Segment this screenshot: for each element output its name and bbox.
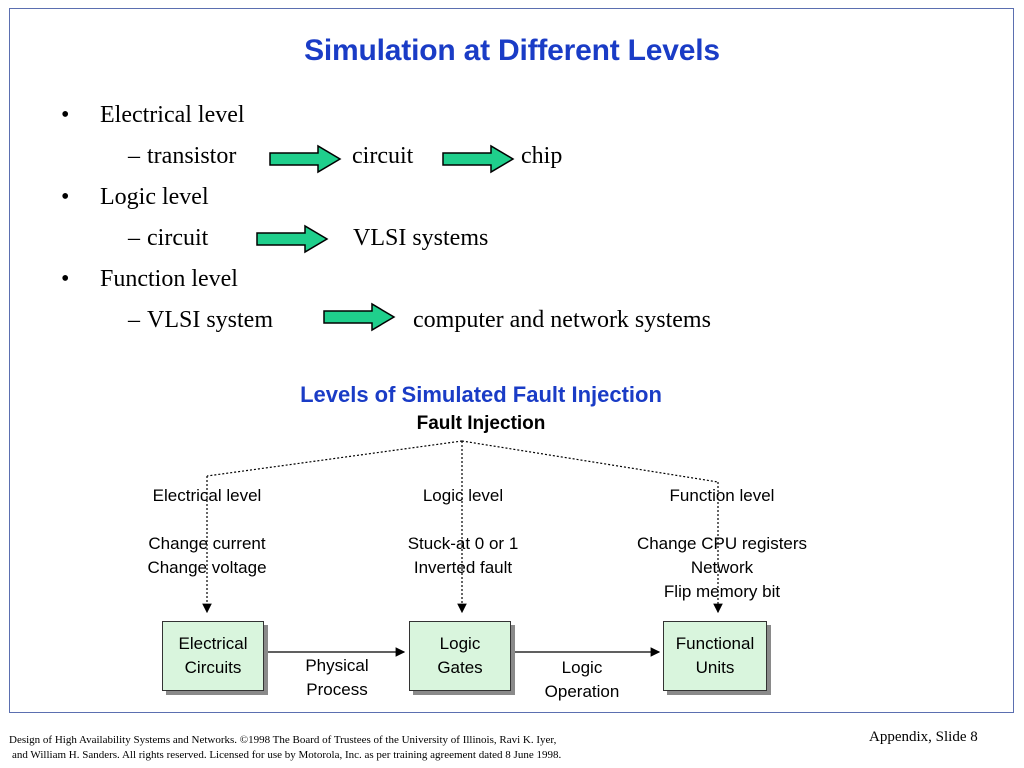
slide-frame: [9, 8, 1014, 713]
transition-physical-line1: Physical: [305, 656, 369, 675]
sub-item-vlsi-systems: VLSI systems: [353, 225, 489, 251]
right-arrow-icon: [256, 224, 329, 254]
sub-item-computer-network: computer and network systems: [413, 307, 711, 333]
bullet-function-level: Function level: [100, 266, 238, 292]
column-electrical-detail-2: Change voltage: [147, 558, 267, 577]
sub-item-chip: chip: [521, 143, 563, 169]
box-label-line: Electrical: [178, 634, 248, 653]
bullet-marker: •: [61, 266, 70, 292]
column-electrical-detail-1: Change current: [148, 534, 266, 553]
column-electrical-level: Electrical level: [152, 486, 262, 505]
column-function-detail-2: Network: [690, 558, 754, 577]
column-function-detail-3: Flip memory bit: [663, 582, 781, 601]
column-logic-level: Logic level: [422, 486, 504, 505]
column-logic-detail-2: Inverted fault: [413, 558, 513, 577]
diagram-title: Levels of Simulated Fault Injection: [300, 382, 662, 407]
box-label-line: Logic: [439, 634, 481, 653]
bullet-marker: •: [61, 102, 70, 128]
column-logic-detail-1: Stuck-at 0 or 1: [407, 534, 519, 553]
footer-copyright-line1: Design of High Availability Systems and …: [9, 734, 557, 746]
box-label-line: Circuits: [184, 658, 242, 677]
sub-item-circuit: circuit: [352, 143, 414, 169]
right-arrow-icon: [442, 144, 515, 174]
box-label-line: Units: [695, 658, 735, 677]
slide-number: Appendix, Slide 8: [869, 729, 978, 745]
column-function-detail-1: Change CPU registers: [636, 534, 808, 553]
footer-copyright-line2: and William H. Sanders. All rights reser…: [12, 749, 562, 761]
transition-logic-line1: Logic: [561, 658, 603, 677]
sub-bullet-dash: –: [128, 143, 140, 169]
bullet-logic-level: Logic level: [100, 184, 209, 210]
transition-physical-line2: Process: [306, 680, 368, 699]
sub-item-vlsi-system: VLSI system: [147, 307, 273, 333]
sub-item-transistor: transistor: [147, 143, 237, 169]
sub-bullet-dash: –: [128, 307, 140, 333]
bullet-electrical-level: Electrical level: [100, 102, 245, 128]
diagram-root-label: Fault Injection: [416, 413, 546, 434]
transition-logic-line2: Operation: [544, 682, 620, 701]
column-function-level: Function level: [669, 486, 775, 505]
right-arrow-icon: [269, 144, 342, 174]
box-label-line: Functional: [675, 634, 755, 653]
right-arrow-icon: [323, 302, 396, 332]
sub-bullet-dash: –: [128, 225, 140, 251]
sub-item-circuit: circuit: [147, 225, 209, 251]
slide-title: Simulation at Different Levels: [304, 34, 720, 67]
bullet-marker: •: [61, 184, 70, 210]
box-label-line: Gates: [437, 658, 483, 677]
